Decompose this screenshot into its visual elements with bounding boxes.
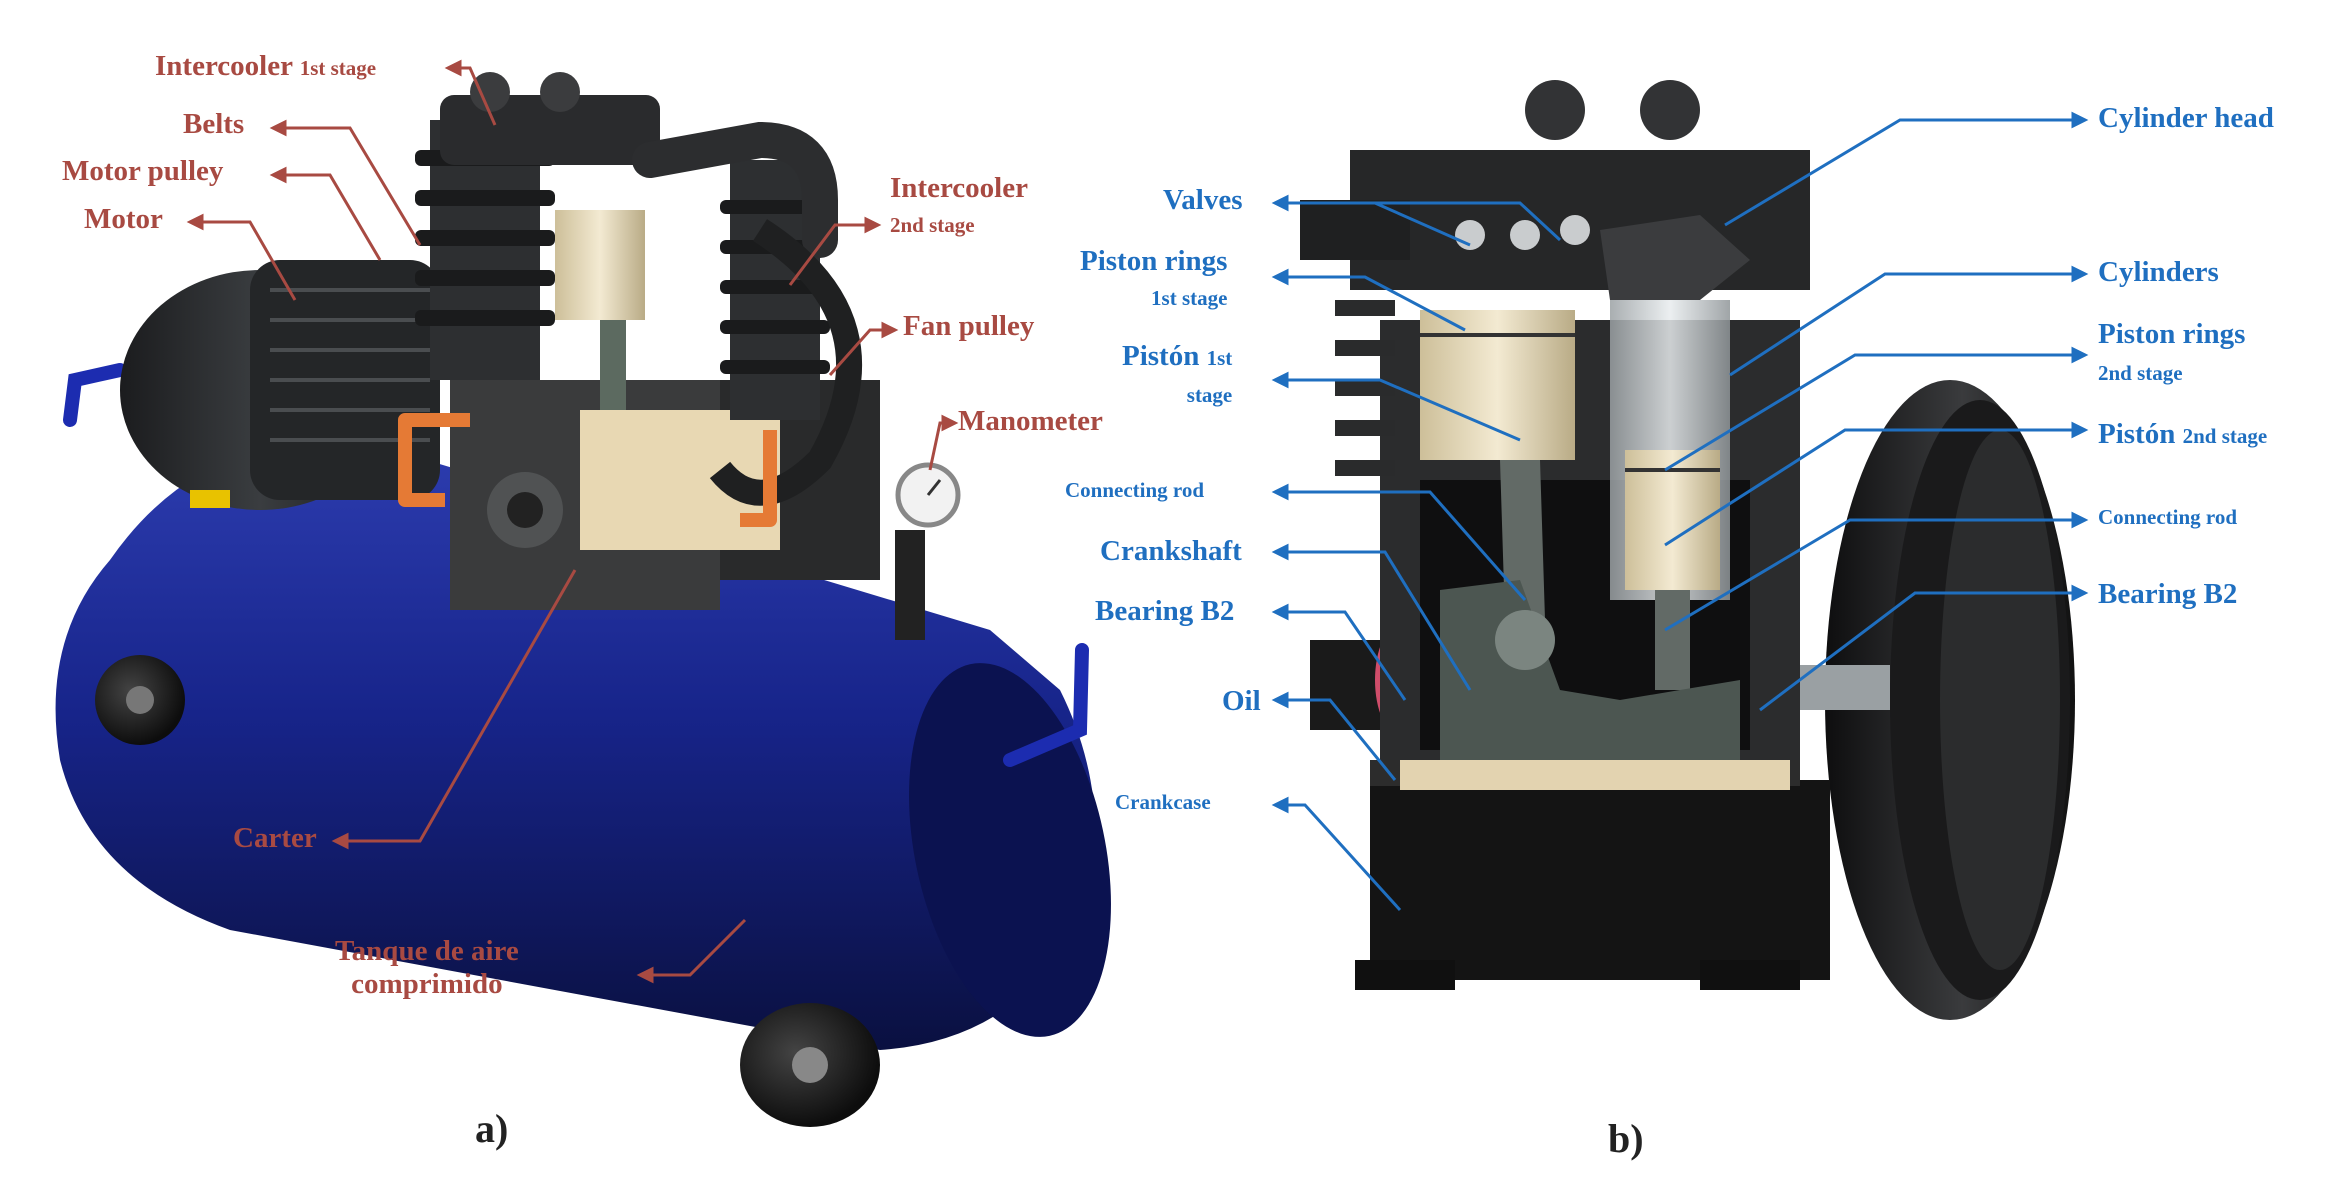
label-text: Intercooler [890,172,1028,204]
label-subtext-2: stage [1186,383,1233,408]
label-text: Piston rings [2098,318,2246,350]
piston-1st-stage [1420,310,1575,460]
label-belts: Belts [183,108,245,140]
label-bearing-right: Bearing B2 [2098,578,2238,610]
label-text: Piston rings [1080,245,1228,277]
label-piston-rings-1st-stage: Piston rings 1st stage [1080,245,1227,310]
label-motor-pulley: Motor pulley [62,155,224,187]
label-subtext: 1st stage [1151,286,1228,311]
crankcase-housing [1370,780,1830,980]
label-text-line1: Tanque de aire [335,935,519,967]
label-subtext: 2nd stage [2182,424,2268,448]
label-piston-1st-stage: Pistón 1st stage [1122,340,1232,407]
label-text-line2: comprimido [351,968,503,1001]
tank-end-cap [909,663,1111,1037]
label-carter: Carter [233,822,317,854]
label-bearing-left: Bearing B2 [1095,595,1235,627]
label-oil: Oil [1222,685,1261,717]
panel-a-tag: a) [475,1106,509,1151]
label-cylinders: Cylinders [2098,256,2219,288]
leaders-b [1271,111,2089,912]
label-connecting-rod-left: Connecting rod [1065,478,1205,502]
label-text: Intercooler [155,50,293,82]
label-valves: Valves [1163,184,1243,216]
tank-handle-right [1003,643,1089,767]
label-piston-2nd-stage: Pistón 2nd stage [2098,418,2267,451]
panel-b-tag: b) [1608,1116,1644,1161]
label-crankcase: Crankcase [1115,790,1211,814]
fan-belt [709,219,862,506]
orange-pipe-right [740,430,777,527]
label-motor: Motor [84,203,163,235]
label-intercooler-1st-stage: Intercooler 1st stage [155,50,376,83]
compressor-illustration [55,72,1111,1127]
label-subtext: 1st stage [299,56,377,80]
label-text: Pistón [1122,340,1200,372]
tank-handle-left [63,363,127,427]
leaders-a [186,59,959,984]
orange-pipe-left [398,413,470,507]
label-subtext: 1st [1206,346,1233,370]
label-intercooler-2nd-stage: Intercooler 2nd stage [890,172,1028,237]
label-cylinder-head: Cylinder head [2098,102,2274,134]
label-air-tank: Tanque de aire comprimido [335,935,519,1002]
label-text: Pistón [2098,418,2176,450]
label-connecting-rod-right: Connecting rod [2098,505,2238,529]
intercooler-pipe [632,121,838,258]
connecting-rod-1 [1500,460,1545,620]
label-subtext: 2nd stage [890,213,975,238]
connecting-rod-2 [1655,590,1690,690]
label-piston-rings-2nd-stage: Piston rings 2nd stage [2098,318,2245,385]
label-manometer: Manometer [958,405,1103,437]
air-tank [55,439,1096,1050]
label-crankshaft: Crankshaft [1100,535,1242,567]
label-subtext: 2nd stage [2098,361,2183,386]
label-fan-pulley: Fan pulley [903,310,1035,342]
